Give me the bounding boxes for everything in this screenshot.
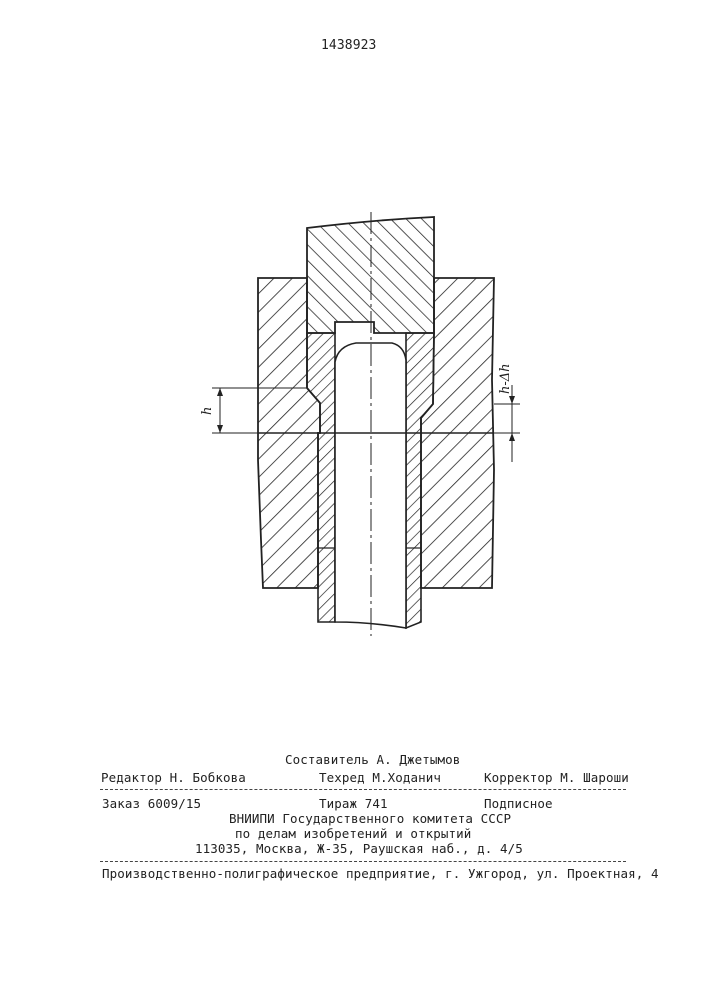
technical-drawing: h h-Δh — [0, 0, 707, 700]
circulation: Тираж 741 — [319, 797, 388, 811]
techred-line: Техред М.Ходанич — [319, 771, 441, 785]
compiler-line: Составитель А. Джетымов — [285, 753, 460, 767]
separator-2 — [100, 861, 626, 862]
dimension-h-label: h — [200, 407, 215, 415]
order-number: Заказ 6009/15 — [102, 797, 201, 811]
separator-1 — [100, 789, 626, 790]
org-line-2: по делам изобретений и открытий — [235, 827, 471, 841]
subscription: Подписное — [484, 797, 553, 811]
editor-line: Редактор Н. Бобкова — [101, 771, 246, 785]
org-line-1: ВНИИПИ Государственного комитета СССР — [229, 812, 511, 826]
address-line: 113035, Москва, Ж-35, Раушская наб., д. … — [195, 842, 523, 856]
printer-line: Производственно-полиграфическое предприя… — [102, 867, 659, 881]
dimension-h-dh-label: h-Δh — [498, 363, 513, 394]
corrector-line: Корректор М. Шароши — [484, 771, 629, 785]
